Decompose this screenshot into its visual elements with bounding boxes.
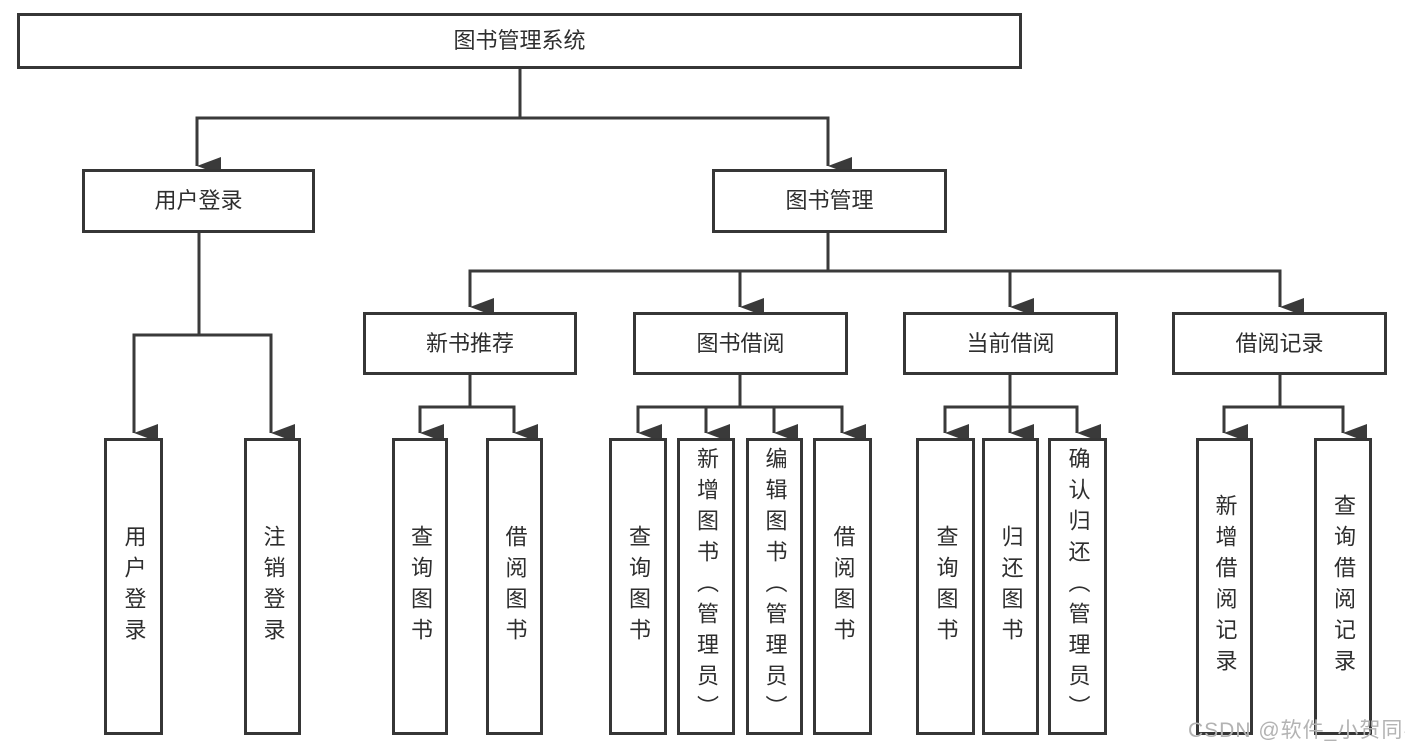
- leaf-query-books-borrowing: 查询图书: [609, 438, 667, 735]
- leaf-borrow-books-newbooks: 借阅图书: [486, 438, 543, 735]
- leaf-query-borrow-record: 查询借阅记录: [1314, 438, 1372, 735]
- leaf-query-books-newbooks: 查询图书: [392, 438, 448, 735]
- leaf-borrow-books-borrowing: 借阅图书: [813, 438, 872, 735]
- node-new-book-recommendation: 新书推荐: [363, 312, 577, 375]
- node-library-management-system: 图书管理系统: [17, 13, 1022, 69]
- leaf-add-books-admin: 新增图书（管理员）: [677, 438, 735, 735]
- leaf-edit-books-admin: 编辑图书（管理员）: [746, 438, 803, 735]
- node-current-borrowing: 当前借阅: [903, 312, 1118, 375]
- node-book-borrowing: 图书借阅: [633, 312, 848, 375]
- node-borrowing-records: 借阅记录: [1172, 312, 1387, 375]
- node-book-management: 图书管理: [712, 169, 947, 233]
- csdn-watermark: CSDN @软件_小贺同学: [1188, 719, 1405, 742]
- leaf-query-books-current: 查询图书: [916, 438, 975, 735]
- leaf-user-login: 用户登录: [104, 438, 163, 735]
- leaf-confirm-return-admin: 确认归还（管理员）: [1048, 438, 1107, 735]
- leaf-add-borrow-record: 新增借阅记录: [1196, 438, 1253, 735]
- leaf-return-books: 归还图书: [982, 438, 1039, 735]
- node-user-login: 用户登录: [82, 169, 315, 233]
- leaf-logout: 注销登录: [244, 438, 301, 735]
